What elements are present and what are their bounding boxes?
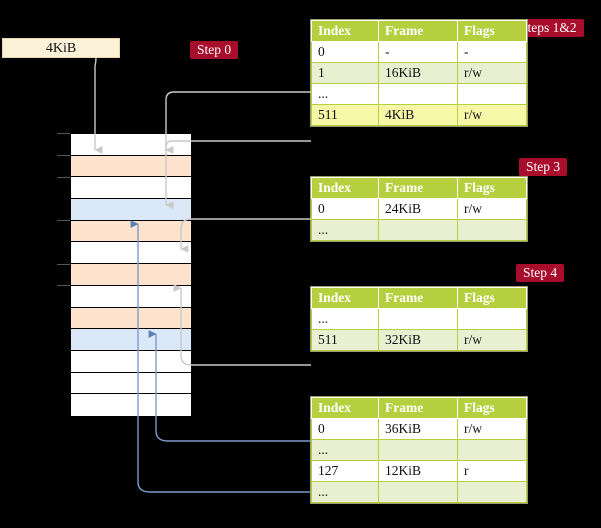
cell-index: 0 bbox=[311, 41, 379, 63]
cell-index: 511 bbox=[311, 329, 379, 351]
memory-frame-row bbox=[71, 134, 191, 156]
column-header-flags: Flags bbox=[457, 177, 527, 199]
memory-frame-row bbox=[71, 350, 191, 373]
cell-flags: r/w bbox=[457, 418, 527, 440]
memory-column bbox=[70, 133, 191, 416]
column-header-frame: Frame bbox=[378, 397, 458, 419]
cell-frame: 16KiB bbox=[378, 62, 458, 84]
cell-flags bbox=[457, 439, 527, 461]
column-header-flags: Flags bbox=[457, 287, 527, 309]
page-table-pt: Index Frame Flags 0 36KiB r/w ... 127 12… bbox=[311, 397, 527, 503]
column-header-index: Index bbox=[311, 287, 379, 309]
cell-frame: 32KiB bbox=[378, 329, 458, 351]
cell-flags bbox=[457, 219, 527, 241]
cell-frame bbox=[378, 83, 458, 105]
memory-frame-row bbox=[71, 264, 191, 286]
column-header-index: Index bbox=[311, 177, 379, 199]
memory-frame-row bbox=[71, 199, 191, 221]
page-table-pml4: Index Frame Flags 0 - - 1 16KiB r/w ... bbox=[311, 20, 527, 126]
memory-frame-row bbox=[71, 307, 191, 330]
memory-frame-row bbox=[71, 220, 191, 243]
cell-frame: 12KiB bbox=[378, 460, 458, 482]
memory-tick bbox=[57, 155, 70, 156]
wire-pd-511-to-memory bbox=[173, 284, 311, 366]
table-header-row: Index Frame Flags bbox=[311, 397, 527, 419]
column-header-flags: Flags bbox=[457, 397, 527, 419]
column-header-frame: Frame bbox=[378, 177, 458, 199]
cell-index: ... bbox=[311, 308, 379, 330]
wire-pdpt-0-to-memory bbox=[180, 218, 311, 253]
column-header-flags: Flags bbox=[457, 20, 527, 42]
badge-step-4: Step 4 bbox=[516, 264, 565, 282]
cell-index: ... bbox=[311, 83, 379, 105]
cell-index: ... bbox=[311, 219, 379, 241]
cell-flags: - bbox=[457, 41, 527, 63]
table-row: ... bbox=[311, 439, 527, 461]
memory-tick bbox=[57, 220, 70, 221]
badge-step-3: Step 3 bbox=[519, 158, 568, 176]
cell-frame: 24KiB bbox=[378, 198, 458, 220]
cell-frame: 4KiB bbox=[378, 104, 458, 126]
cell-frame: 36KiB bbox=[378, 418, 458, 440]
cell-frame bbox=[378, 439, 458, 461]
table-row: 127 12KiB r bbox=[311, 460, 527, 482]
cell-frame: - bbox=[378, 41, 458, 63]
badge-step-0: Step 0 bbox=[190, 41, 239, 59]
column-header-index: Index bbox=[311, 20, 379, 42]
cell-frame bbox=[378, 481, 458, 503]
cell-index: 1 bbox=[311, 62, 379, 84]
column-header-frame: Frame bbox=[378, 20, 458, 42]
table-row: ... bbox=[311, 219, 527, 241]
cell-index: 0 bbox=[311, 418, 379, 440]
cell-flags bbox=[457, 308, 527, 330]
memory-frame-row bbox=[71, 285, 191, 308]
table-row: ... bbox=[311, 83, 527, 105]
table-row: 0 36KiB r/w bbox=[311, 418, 527, 440]
column-header-frame: Frame bbox=[378, 287, 458, 309]
cell-frame bbox=[378, 219, 458, 241]
table-header-row: Index Frame Flags bbox=[311, 177, 527, 199]
cell-flags: r/w bbox=[457, 198, 527, 220]
cell-index: 511 bbox=[311, 104, 379, 126]
memory-frame-row bbox=[71, 372, 191, 395]
cell-index: ... bbox=[311, 439, 379, 461]
table-header-row: Index Frame Flags bbox=[311, 287, 527, 309]
memory-tick bbox=[57, 264, 70, 265]
memory-frame-row bbox=[71, 329, 191, 351]
memory-tick bbox=[57, 177, 70, 178]
table-row: ... bbox=[311, 308, 527, 330]
cell-flags: r/w bbox=[457, 62, 527, 84]
page-table-pdpt: Index Frame Flags 0 24KiB r/w ... bbox=[311, 177, 527, 241]
memory-tick bbox=[57, 133, 70, 134]
column-header-index: Index bbox=[311, 397, 379, 419]
memory-tick bbox=[57, 285, 70, 286]
source-frame-box: 4KiB bbox=[2, 38, 120, 58]
memory-frame-row bbox=[71, 242, 191, 265]
cell-flags bbox=[457, 83, 527, 105]
table-row: 0 24KiB r/w bbox=[311, 198, 527, 220]
cell-frame bbox=[378, 308, 458, 330]
memory-frame-row bbox=[71, 155, 191, 178]
table-row: 0 - - bbox=[311, 41, 527, 63]
cell-flags bbox=[457, 481, 527, 503]
cell-flags: r/w bbox=[457, 104, 527, 126]
table-row: ... bbox=[311, 481, 527, 503]
cell-index: ... bbox=[311, 481, 379, 503]
table-row: 511 4KiB r/w bbox=[311, 104, 527, 126]
cell-index: 127 bbox=[311, 460, 379, 482]
table-header-row: Index Frame Flags bbox=[311, 20, 527, 42]
table-row: 511 32KiB r/w bbox=[311, 329, 527, 351]
memory-frame-row bbox=[71, 177, 191, 200]
table-row: 1 16KiB r/w bbox=[311, 62, 527, 84]
cell-flags: r bbox=[457, 460, 527, 482]
cell-index: 0 bbox=[311, 198, 379, 220]
cell-flags: r/w bbox=[457, 329, 527, 351]
memory-frame-row bbox=[71, 394, 191, 416]
badge-steps-1-2: Steps 1&2 bbox=[513, 19, 584, 37]
page-table-pd: Index Frame Flags ... 511 32KiB r/w bbox=[311, 287, 527, 351]
